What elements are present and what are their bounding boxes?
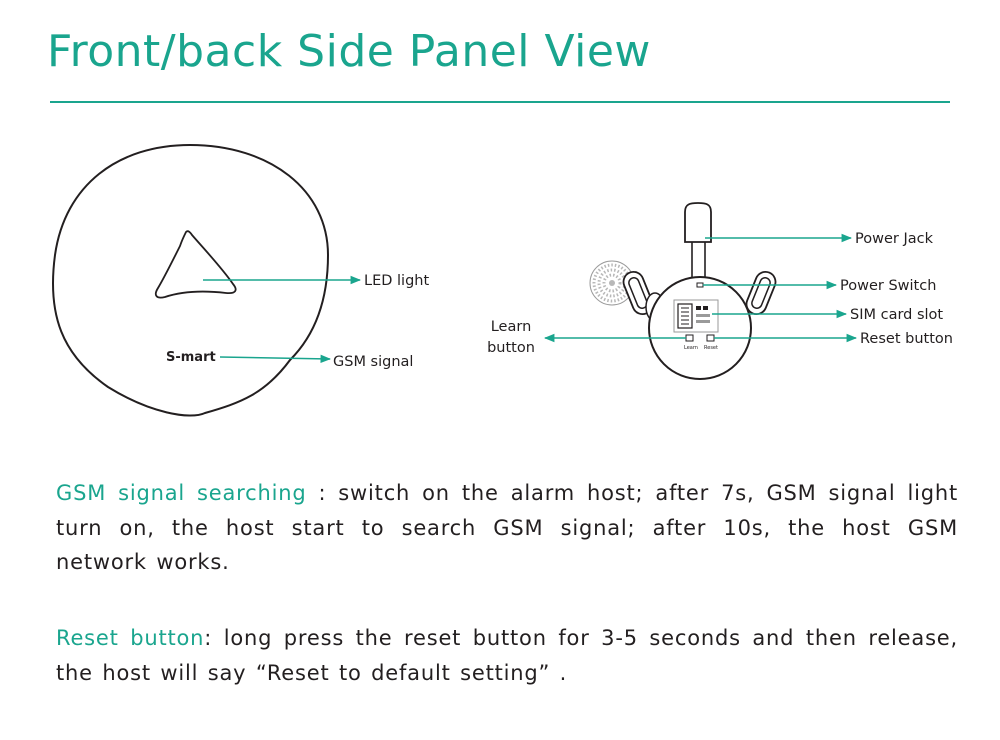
learn-label-line2: button [487,340,535,356]
reset-button-paragraph: Reset button: long press the reset butto… [56,621,958,690]
reset-mini-label: Reset [704,345,718,351]
title-divider [50,101,950,103]
reset-button [706,334,715,342]
front-panel-device: S-mart [51,143,330,417]
gsm-signal-leader [219,354,332,364]
page-title: Front/back Side Panel View [47,26,651,77]
brand-logo: S-mart [166,350,216,365]
back-panel-device: Learn Reset [589,202,777,380]
power-switch-label: Power Switch [840,278,936,294]
panel-diagram: S-mart LED light GSM signal [51,143,953,417]
gsm-signal-paragraph: GSM signal searching : switch on the ala… [56,476,958,580]
gsm-signal-label: GSM signal [333,354,413,370]
reset-button-paragraph-lead: Reset button [56,626,205,650]
learn-label-line1: Learn [491,319,532,335]
led-light-icon [154,230,237,299]
learn-mini-label: Learn [684,345,698,351]
power-switch [696,282,704,288]
reset-button-paragraph-body: : long press the reset button for 3-5 se… [56,626,958,685]
learn-button [685,334,694,342]
gsm-signal-paragraph-lead: GSM signal searching [56,481,307,505]
gsm-signal-paragraph-body: : switch on the alarm host; after 7s, GS… [56,481,959,574]
power-jack-plug [684,202,712,243]
led-light-label: LED light [364,273,429,289]
reset-button-label: Reset button [860,331,953,347]
power-jack-label: Power Jack [855,231,934,247]
front-panel-outline [51,143,330,417]
sim-card-label: SIM card slot [850,307,943,323]
sim-card-slot [673,299,719,333]
